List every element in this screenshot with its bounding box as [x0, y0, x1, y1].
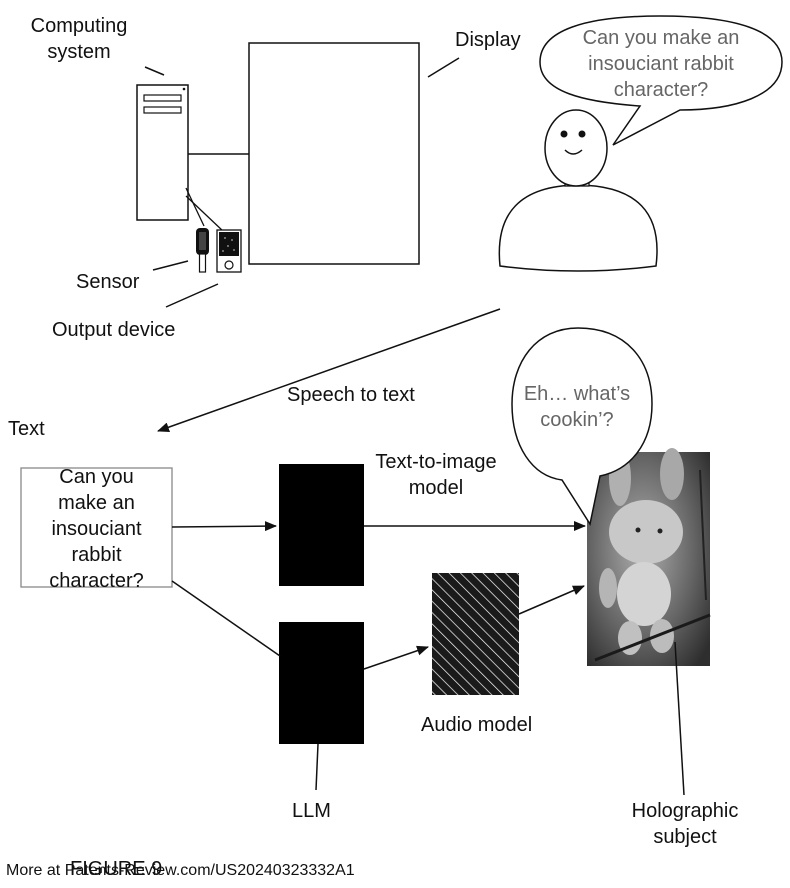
llm-block: [279, 622, 364, 744]
text-box-content: Can you make an insouciant rabbit charac…: [49, 466, 144, 592]
rabbit-speech-text: Eh… what’s cookin’?: [523, 383, 631, 431]
display-screen: [248, 42, 420, 265]
audio-model-label: Audio model: [421, 714, 533, 736]
text-label: Text: [8, 418, 45, 440]
holographic-subject-label: Holographic subject: [631, 800, 739, 848]
user-figure: [498, 109, 658, 272]
sensor-label: Sensor: [76, 271, 140, 293]
text-to-image-model-block: [279, 464, 364, 586]
display-label: Display: [455, 29, 521, 51]
user-speech-bubble: [539, 15, 783, 146]
source-link[interactable]: More at Patents-Review.com/US20240323332…: [6, 862, 355, 879]
computing-system-label: Computing system: [30, 15, 128, 63]
sensor-icon: [196, 228, 209, 273]
text-to-image-model-label: Text-to-image model: [375, 451, 497, 499]
speech-to-text-label: Speech to text: [287, 384, 415, 406]
output-device-icon: [216, 229, 242, 273]
audio-model-block: [432, 573, 519, 695]
output-device-label: Output device: [52, 319, 176, 341]
rabbit-speech-bubble: [511, 327, 653, 526]
user-speech-text: Can you make an insouciant rabbit charac…: [582, 27, 740, 101]
computing-system-icon: [136, 84, 189, 221]
holographic-rabbit-image: [587, 448, 711, 666]
figure-number: FIGURE 9: [70, 858, 163, 880]
text-box: [20, 467, 173, 588]
llm-label: LLM: [292, 800, 331, 822]
